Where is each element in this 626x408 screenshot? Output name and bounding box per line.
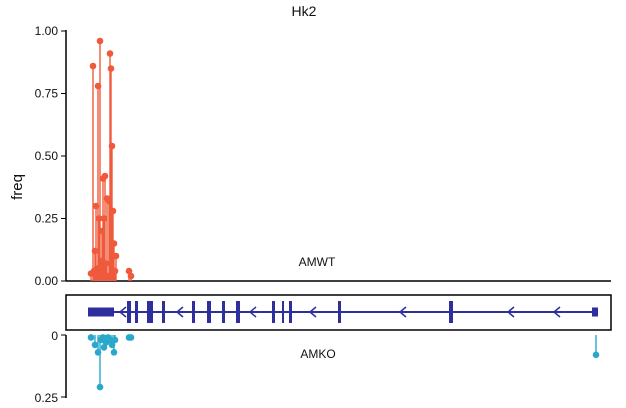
top-y-axis: 0.00 0.25 0.50 0.75 1.00 xyxy=(35,24,611,288)
exon-block xyxy=(272,301,275,323)
exon-block xyxy=(162,301,165,323)
exon-block xyxy=(236,301,240,323)
bottom-y-tick-label: 0.25 xyxy=(35,391,59,405)
top-y-tick-label: 0.25 xyxy=(35,212,59,226)
bottom-y-axis: 00.25 xyxy=(35,329,67,405)
top-series xyxy=(87,37,135,281)
bottom-point xyxy=(91,341,99,349)
exon-block xyxy=(222,301,225,323)
exon-block xyxy=(449,301,453,323)
top-point xyxy=(89,62,97,70)
exon-block xyxy=(135,301,138,323)
bottom-point xyxy=(111,336,119,344)
strand-arrow xyxy=(398,306,407,318)
exon-block xyxy=(127,301,131,323)
exon-block xyxy=(88,307,114,317)
strand-arrow xyxy=(506,306,515,318)
top-point xyxy=(108,142,116,150)
bottom-point xyxy=(592,351,600,359)
gene-track-box xyxy=(65,294,612,331)
bottom-point xyxy=(87,334,95,341)
top-point xyxy=(101,172,109,180)
bottom-y-tick-label: 0 xyxy=(51,329,58,343)
top-y-tick-label: 1.00 xyxy=(35,24,59,38)
top-point xyxy=(109,207,117,215)
bottom-point xyxy=(110,349,118,356)
exon-block xyxy=(207,301,211,323)
gene-model xyxy=(88,301,598,323)
bottom-point xyxy=(100,344,108,351)
bottom-panel-label: AMKO xyxy=(300,347,335,361)
strand-arrow xyxy=(308,306,317,318)
strand-arrow xyxy=(552,306,561,318)
top-y-tick-label: 0.75 xyxy=(35,87,59,101)
chart-title: Hk2 xyxy=(292,3,317,19)
exon-block xyxy=(338,301,341,323)
exon-block xyxy=(192,301,195,323)
top-point xyxy=(110,240,118,247)
top-point xyxy=(107,65,115,72)
top-point xyxy=(111,267,119,275)
exon-block xyxy=(282,301,284,323)
top-point xyxy=(106,50,114,57)
top-y-tick-label: 0.50 xyxy=(35,149,59,163)
exon-block xyxy=(289,301,292,323)
strand-arrow xyxy=(248,306,257,318)
top-point xyxy=(125,267,133,275)
top-point xyxy=(127,272,135,280)
bottom-series xyxy=(87,334,600,391)
top-y-tick-label: 0.00 xyxy=(35,274,59,288)
top-point xyxy=(96,37,104,45)
exon-block xyxy=(592,307,598,317)
strand-arrow xyxy=(118,306,127,318)
bottom-point xyxy=(96,383,104,391)
y-axis-label: freq xyxy=(9,174,26,200)
strand-arrow xyxy=(175,306,184,318)
top-point xyxy=(112,252,120,260)
exon-block xyxy=(147,301,153,323)
top-panel-label: AMWT xyxy=(299,255,336,269)
bottom-point xyxy=(127,334,135,341)
